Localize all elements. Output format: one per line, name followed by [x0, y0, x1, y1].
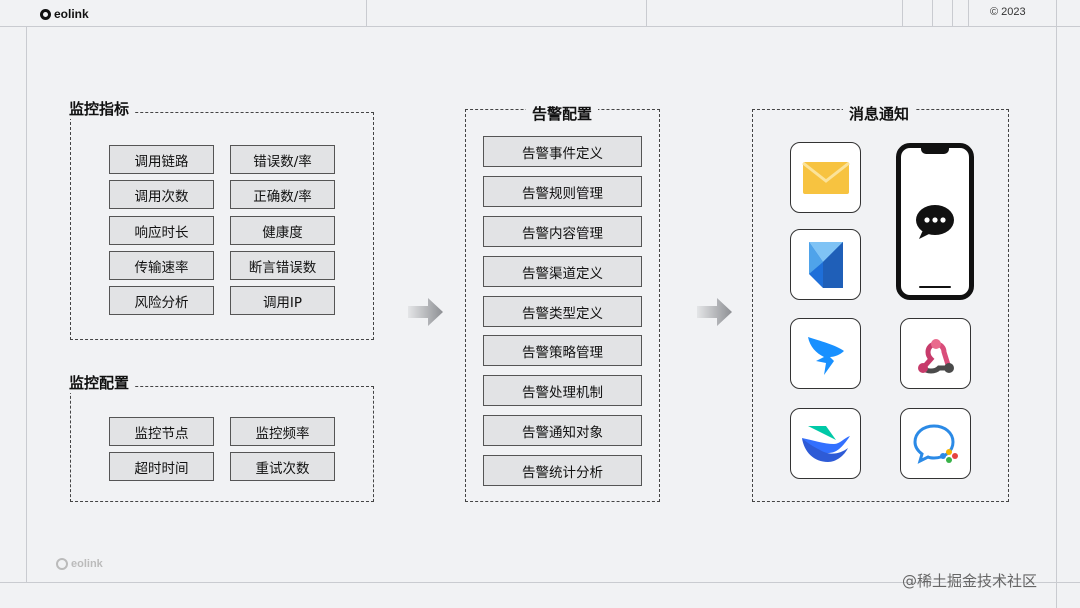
header-divider [968, 0, 969, 26]
footer-logo-icon [56, 558, 68, 570]
alert-tag: 告警规则管理 [483, 176, 642, 207]
source-credit: @稀土掘金技术社区 [902, 572, 1038, 590]
footer-logo-text: eolink [71, 558, 103, 570]
left-frame-line [26, 26, 27, 582]
config-tag: 监控频率 [230, 417, 335, 446]
top-frame-line [0, 26, 1080, 27]
alert-config-title: 告警配置 [526, 103, 599, 124]
metric-tag: 健康度 [230, 216, 335, 245]
metric-tag: 调用链路 [109, 145, 214, 174]
metric-tag: 错误数/率 [230, 145, 335, 174]
alert-tag: 告警通知对象 [483, 415, 642, 446]
phone-home-bar [919, 286, 951, 288]
header-divider [366, 0, 367, 26]
config-tag: 监控节点 [109, 417, 214, 446]
feishu-icon [790, 408, 861, 479]
header-divider [952, 0, 953, 26]
alert-tag: 告警内容管理 [483, 216, 642, 247]
email-icon [790, 142, 861, 213]
copyright-text: © 2023 [990, 6, 1026, 18]
alert-tag: 告警处理机制 [483, 375, 642, 406]
alert-tag: 告警统计分析 [483, 455, 642, 486]
flow-arrow-icon [697, 298, 732, 326]
flow-arrow-icon [408, 298, 443, 326]
metric-tag: 调用IP [230, 286, 335, 315]
monitor-metrics-box [70, 112, 374, 340]
alert-tag: 告警类型定义 [483, 296, 642, 327]
metric-tag: 风险分析 [109, 286, 214, 315]
monitor-config-title: 监控配置 [63, 372, 136, 393]
header-divider [902, 0, 903, 26]
logo-icon [40, 8, 51, 20]
alert-tag: 告警渠道定义 [483, 256, 642, 287]
bottom-frame-line [0, 582, 1080, 583]
metric-tag: 正确数/率 [230, 180, 335, 209]
header-divider [932, 0, 933, 26]
alert-tag: 告警策略管理 [483, 335, 642, 366]
footer-logo: eolink [56, 558, 103, 570]
header-divider [646, 0, 647, 26]
blue-app-icon [790, 229, 861, 300]
alert-tag: 告警事件定义 [483, 136, 642, 167]
wecom-icon [900, 408, 971, 479]
dingtalk-icon [790, 318, 861, 389]
logo-text: eolink [54, 7, 89, 21]
monitor-config-box [70, 386, 374, 502]
metric-tag: 调用次数 [109, 180, 214, 209]
config-tag: 超时时间 [109, 452, 214, 481]
metric-tag: 传输速率 [109, 251, 214, 280]
monitor-metrics-title: 监控指标 [63, 98, 136, 119]
metric-tag: 响应时长 [109, 216, 214, 245]
webhook-icon [900, 318, 971, 389]
message-notify-title: 消息通知 [843, 103, 916, 124]
phone-chat-icon [896, 143, 974, 300]
metric-tag: 断言错误数 [230, 251, 335, 280]
phone-notch [921, 147, 949, 154]
right-frame-line [1056, 0, 1057, 608]
brand-logo: eolink [40, 7, 89, 21]
config-tag: 重试次数 [230, 452, 335, 481]
